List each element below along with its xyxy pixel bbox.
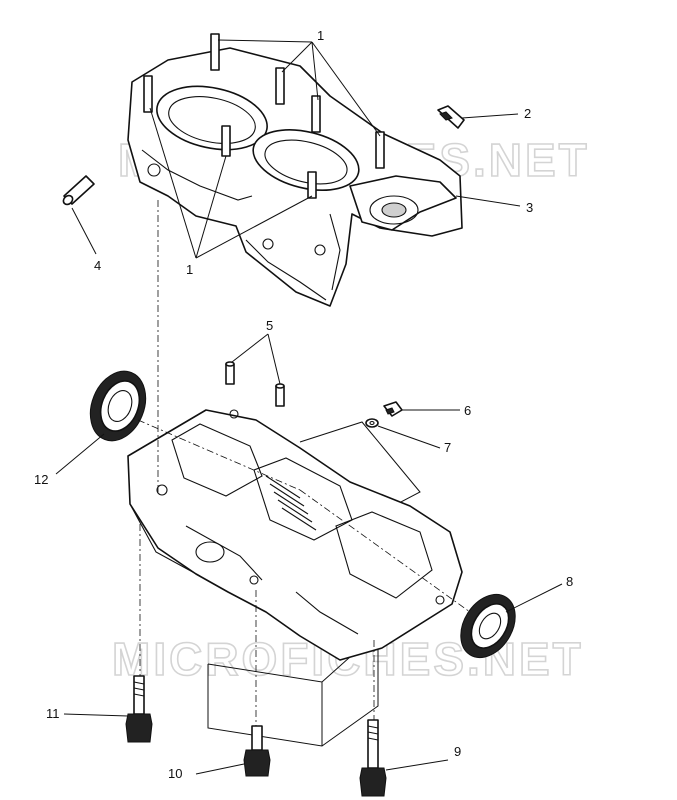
part-12-oil-seal — [89, 370, 147, 442]
part-5-dowel-pins — [225, 361, 285, 407]
callout-7: 7 — [444, 440, 451, 455]
callout-labels: 1 1 2 3 4 5 6 7 8 9 10 11 12 — [34, 28, 573, 781]
callout-1-bottom: 1 — [186, 262, 193, 277]
callout-10: 10 — [168, 766, 182, 781]
callout-4: 4 — [94, 258, 101, 273]
callout-12: 12 — [34, 472, 48, 487]
callout-9: 9 — [454, 744, 461, 759]
labyrinth-seal — [265, 475, 317, 531]
callout-5: 5 — [266, 318, 273, 333]
lower-crankcase — [127, 409, 463, 747]
part-6-bolt — [383, 401, 403, 417]
leader-lines — [55, 39, 563, 775]
part-10-bolt — [243, 725, 271, 777]
part-8-oil-seal — [460, 593, 516, 659]
callout-11: 11 — [46, 706, 60, 721]
part-7-washer — [365, 418, 379, 428]
alignment-lines — [137, 200, 471, 726]
part-11-bolt — [125, 675, 153, 743]
part-9-bolt — [359, 719, 387, 797]
callout-1-top: 1 — [317, 28, 324, 43]
callout-8: 8 — [566, 574, 573, 589]
cylinder-studs — [143, 33, 385, 199]
part-2-clip — [437, 105, 465, 129]
callout-3: 3 — [526, 200, 533, 215]
part-4-dowel-pin — [62, 175, 95, 206]
upper-crankcase — [127, 47, 463, 307]
callout-2: 2 — [524, 106, 531, 121]
callout-6: 6 — [464, 403, 471, 418]
